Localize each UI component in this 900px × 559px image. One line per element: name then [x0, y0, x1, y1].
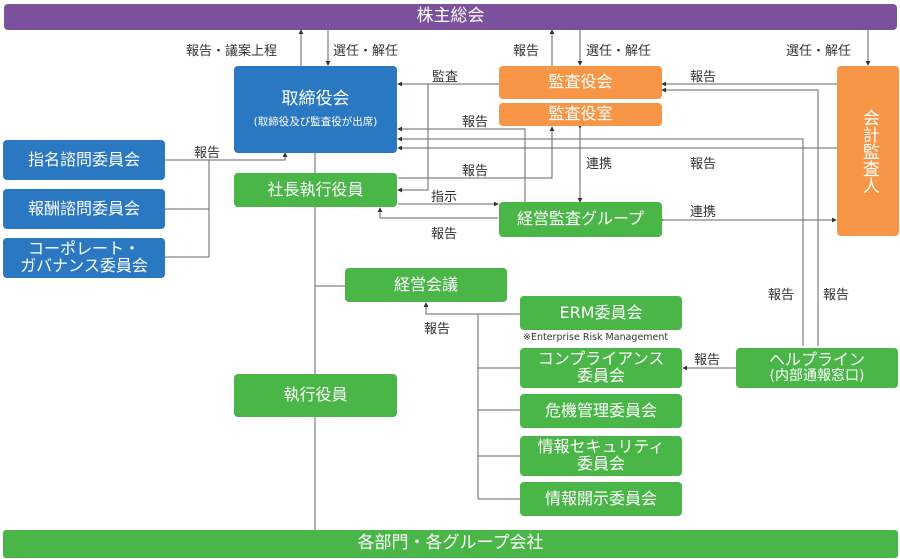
crisis-management-committee: 危機管理委員会 [520, 394, 682, 428]
audit-office: 監査役室 [499, 103, 662, 126]
nomination-committee: 指名諮問委員会 [3, 140, 165, 180]
label-report-mgmt-meeting: 報告 [424, 322, 451, 337]
helpline: ヘルプライン (内部通報窓口) [736, 348, 898, 388]
arrow-committees-to-board [209, 152, 288, 161]
corporate-governance-committee: コーポレート・ ガバナンス委員会 [3, 238, 165, 278]
label-report-committees: 報告 [194, 146, 221, 161]
erm-note: ※Enterprise Risk Management [523, 332, 669, 343]
executive-officers: 執行役員 [234, 374, 397, 417]
arrow-helpline-to-board [397, 136, 804, 346]
arrow-group-to-president [377, 207, 498, 219]
management-audit-group: 経営監査グループ [499, 202, 662, 237]
label-report-auditboard: 報告 [513, 44, 540, 59]
compliance-committee: コンプライアンス 委員会 [520, 348, 682, 388]
arrow-president-to-office [398, 126, 555, 179]
shareholders-meeting: 株主総会 [4, 4, 897, 30]
label-report-president-office: 報告 [462, 164, 489, 179]
label-report-group-president: 報告 [431, 227, 458, 242]
disclosure-committee: 情報開示委員会 [520, 482, 682, 516]
departments-group-companies: 各部門・各グループ会社 [3, 530, 898, 558]
board-of-directors: 取締役会 (取締役及び監査役が出席) [234, 66, 397, 153]
label-report-helpline-1: 報告 [768, 288, 795, 303]
label-elect-dismiss-board: 選任・解任 [333, 44, 399, 59]
compensation-committee: 報酬諮問委員会 [3, 189, 165, 229]
label-instruct: 指示 [431, 190, 458, 205]
president-executive-officer: 社長執行役員 [234, 173, 397, 207]
audit-board: 監査役会 [499, 66, 662, 99]
label-report-accounting-board: 報告 [690, 157, 717, 172]
management-meeting: 経営会議 [345, 268, 507, 302]
arrow-audit-to-president [397, 84, 429, 193]
label-report-office: 報告 [462, 115, 489, 130]
label-report-helpline-2: 報告 [823, 288, 850, 303]
arrow-committees-to-mgmt-meeting [423, 302, 478, 315]
label-report-helpline-compliance: 報告 [694, 353, 721, 368]
accounting-auditor: 会計監査人 [837, 66, 899, 236]
label-collab-office-group: 連携 [586, 157, 613, 172]
label-elect-dismiss-accounting: 選任・解任 [786, 44, 852, 59]
label-report-accounting-auditboard: 報告 [690, 70, 717, 85]
label-audit: 監査 [432, 70, 459, 85]
label-collab-group-accounting: 連携 [690, 205, 717, 220]
label-elect-dismiss-audit: 選任・解任 [586, 44, 652, 59]
label-report-proposal: 報告・議案上程 [186, 44, 278, 59]
erm-committee: ERM委員会 [520, 296, 682, 330]
information-security-committee: 情報セキュリティ 委員会 [520, 436, 682, 476]
arrow-helpline-to-auditboard [661, 87, 819, 346]
